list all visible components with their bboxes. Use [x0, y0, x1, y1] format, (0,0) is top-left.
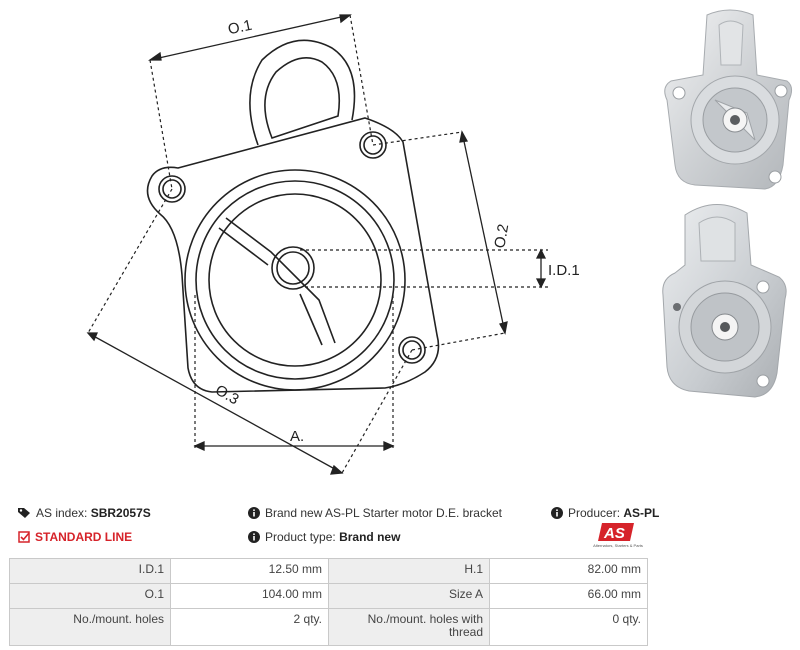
spec-value: 82.00 mm	[489, 558, 648, 584]
spec-label: No./mount. holes with thread	[328, 608, 490, 646]
bracket-eye	[249, 39, 356, 146]
as-pl-logo: AS Alternators, Starters & Parts	[586, 523, 650, 553]
mount-hole-right-bottom	[398, 336, 426, 364]
as-index-label: AS index:	[36, 506, 88, 520]
product-line: STANDARD LINE	[18, 530, 132, 544]
spec-label: I.D.1	[9, 558, 171, 584]
product-line-label: STANDARD LINE	[35, 530, 133, 544]
product-type: Product type: Brand new	[248, 530, 400, 544]
label-a: A.	[290, 428, 304, 445]
producer-label: Producer:	[568, 506, 621, 520]
label-o1: O.1	[226, 17, 253, 39]
dimension-o1-line	[149, 14, 351, 61]
info-icon	[248, 507, 260, 519]
producer-value: AS-PL	[623, 506, 660, 520]
table-row: I.D.1 12.50 mm H.1 82.00 mm	[9, 558, 648, 584]
table-row: No./mount. holes 2 qty. No./mount. holes…	[9, 608, 648, 646]
product-description: Brand new AS-PL Starter motor D.E. brack…	[248, 506, 502, 520]
label-id1: I.D.1	[548, 262, 580, 279]
product-photo-angled	[662, 204, 787, 398]
check-square-icon	[18, 531, 30, 543]
spec-label: No./mount. holes	[9, 608, 171, 646]
logo-tagline: Alternators, Starters & Parts	[593, 543, 643, 548]
specs-table: I.D.1 12.50 mm H.1 82.00 mm O.1 104.00 m…	[9, 558, 648, 646]
dimension-o3-line	[87, 332, 343, 474]
product-photo-front	[664, 9, 793, 190]
info-icon	[248, 531, 260, 543]
bore-outer	[271, 246, 315, 290]
technical-drawing: O.1 O.2 O.3 I.D.1 A.	[86, 14, 580, 475]
table-row: O.1 104.00 mm Size A 66.00 mm	[9, 583, 648, 609]
bracket-outline	[146, 117, 440, 393]
product-description-text: Brand new AS-PL Starter motor D.E. brack…	[265, 506, 502, 520]
spec-value: 2 qty.	[170, 608, 329, 646]
mount-hole-left	[158, 175, 186, 203]
info-icon	[551, 507, 563, 519]
spec-label: O.1	[9, 583, 171, 609]
producer: Producer: AS-PL	[551, 506, 659, 520]
spec-label: Size A	[328, 583, 490, 609]
spec-value: 0 qty.	[489, 608, 648, 646]
logo-mark: AS	[598, 523, 634, 541]
as-index-value: SBR2057S	[90, 506, 151, 520]
mount-hole-right-top	[359, 131, 387, 159]
flange-outer-circle	[184, 169, 406, 391]
as-index: AS index: SBR2057S	[18, 506, 151, 520]
tag-icon	[18, 508, 30, 518]
logo-mark-text: AS	[603, 525, 625, 541]
spec-value: 12.50 mm	[170, 558, 329, 584]
product-type-value: Brand new	[339, 530, 401, 544]
spec-value: 104.00 mm	[170, 583, 329, 609]
spec-value: 66.00 mm	[489, 583, 648, 609]
label-o2: O.2	[491, 223, 512, 250]
bore-inner	[276, 251, 310, 285]
product-type-label: Product type:	[265, 530, 336, 544]
spec-label: H.1	[328, 558, 490, 584]
dimension-o2-line	[461, 131, 506, 334]
